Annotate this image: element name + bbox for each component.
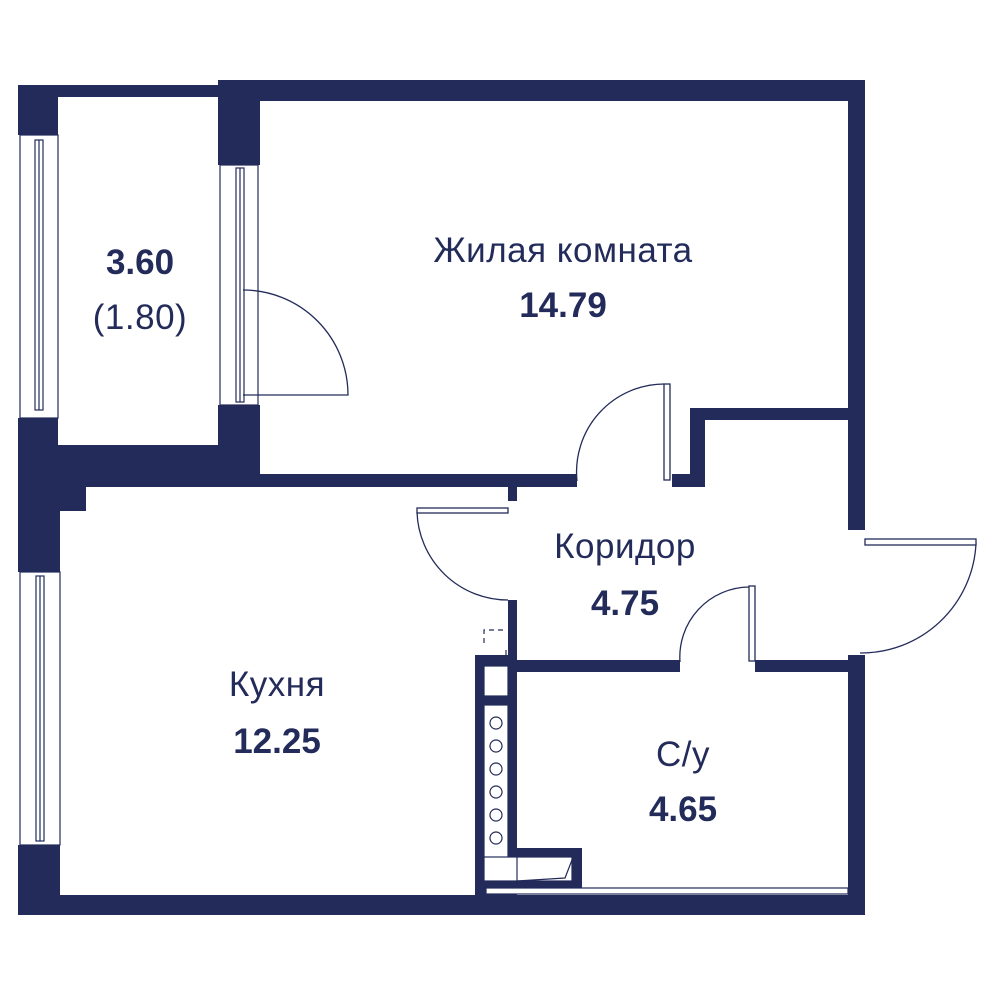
kitchen-door-leaf (416, 507, 509, 514)
wall (18, 895, 865, 915)
bathroom-name: С/у (656, 735, 710, 774)
living-room-area: 14.79 (519, 286, 607, 325)
pipe-icon (489, 808, 503, 822)
wall (18, 85, 218, 97)
shaft-cell (483, 665, 509, 697)
wall (18, 85, 58, 135)
threshold (485, 887, 849, 895)
wall (517, 660, 680, 672)
pipe-icon (489, 762, 503, 776)
corridor-area: 4.75 (590, 584, 660, 623)
wall (260, 474, 577, 487)
wall (848, 80, 865, 530)
doors (242, 289, 977, 663)
kitchen-name: Кухня (228, 665, 326, 704)
wall (218, 405, 260, 487)
kitchen-area: 12.25 (233, 722, 321, 761)
wall (755, 660, 850, 672)
shaft-cell (483, 856, 573, 882)
balcony-area: 3.60 (105, 243, 175, 282)
bathroom-door-swing (679, 586, 750, 663)
wall (218, 80, 865, 101)
wall (690, 408, 705, 487)
entrance-door-leaf (864, 538, 977, 546)
living-room-door-swing (575, 383, 665, 482)
balcony-door-swing (242, 289, 349, 396)
bathroom-area: 4.65 (648, 790, 718, 829)
pipe-icon (489, 785, 503, 799)
walls (18, 80, 865, 915)
wall (18, 487, 60, 572)
corridor-name: Коридор (554, 527, 696, 566)
wall (848, 655, 865, 915)
wall (60, 487, 86, 511)
wall (508, 600, 517, 660)
wall (690, 408, 850, 420)
balcony-reduced-area: (1.80) (92, 298, 188, 337)
living-room-name: Жилая комната (433, 231, 693, 270)
living-room-door-leaf (663, 383, 671, 481)
entrance-door-swing (859, 542, 977, 654)
windows (19, 134, 259, 846)
pipe-icon (489, 716, 503, 730)
wall (508, 487, 517, 501)
kitchen-door-swing (416, 511, 509, 601)
shaft-details (483, 629, 849, 895)
bathroom-door-leaf (748, 585, 756, 662)
pipe-icon (489, 739, 503, 753)
pipe-icon (489, 831, 503, 845)
